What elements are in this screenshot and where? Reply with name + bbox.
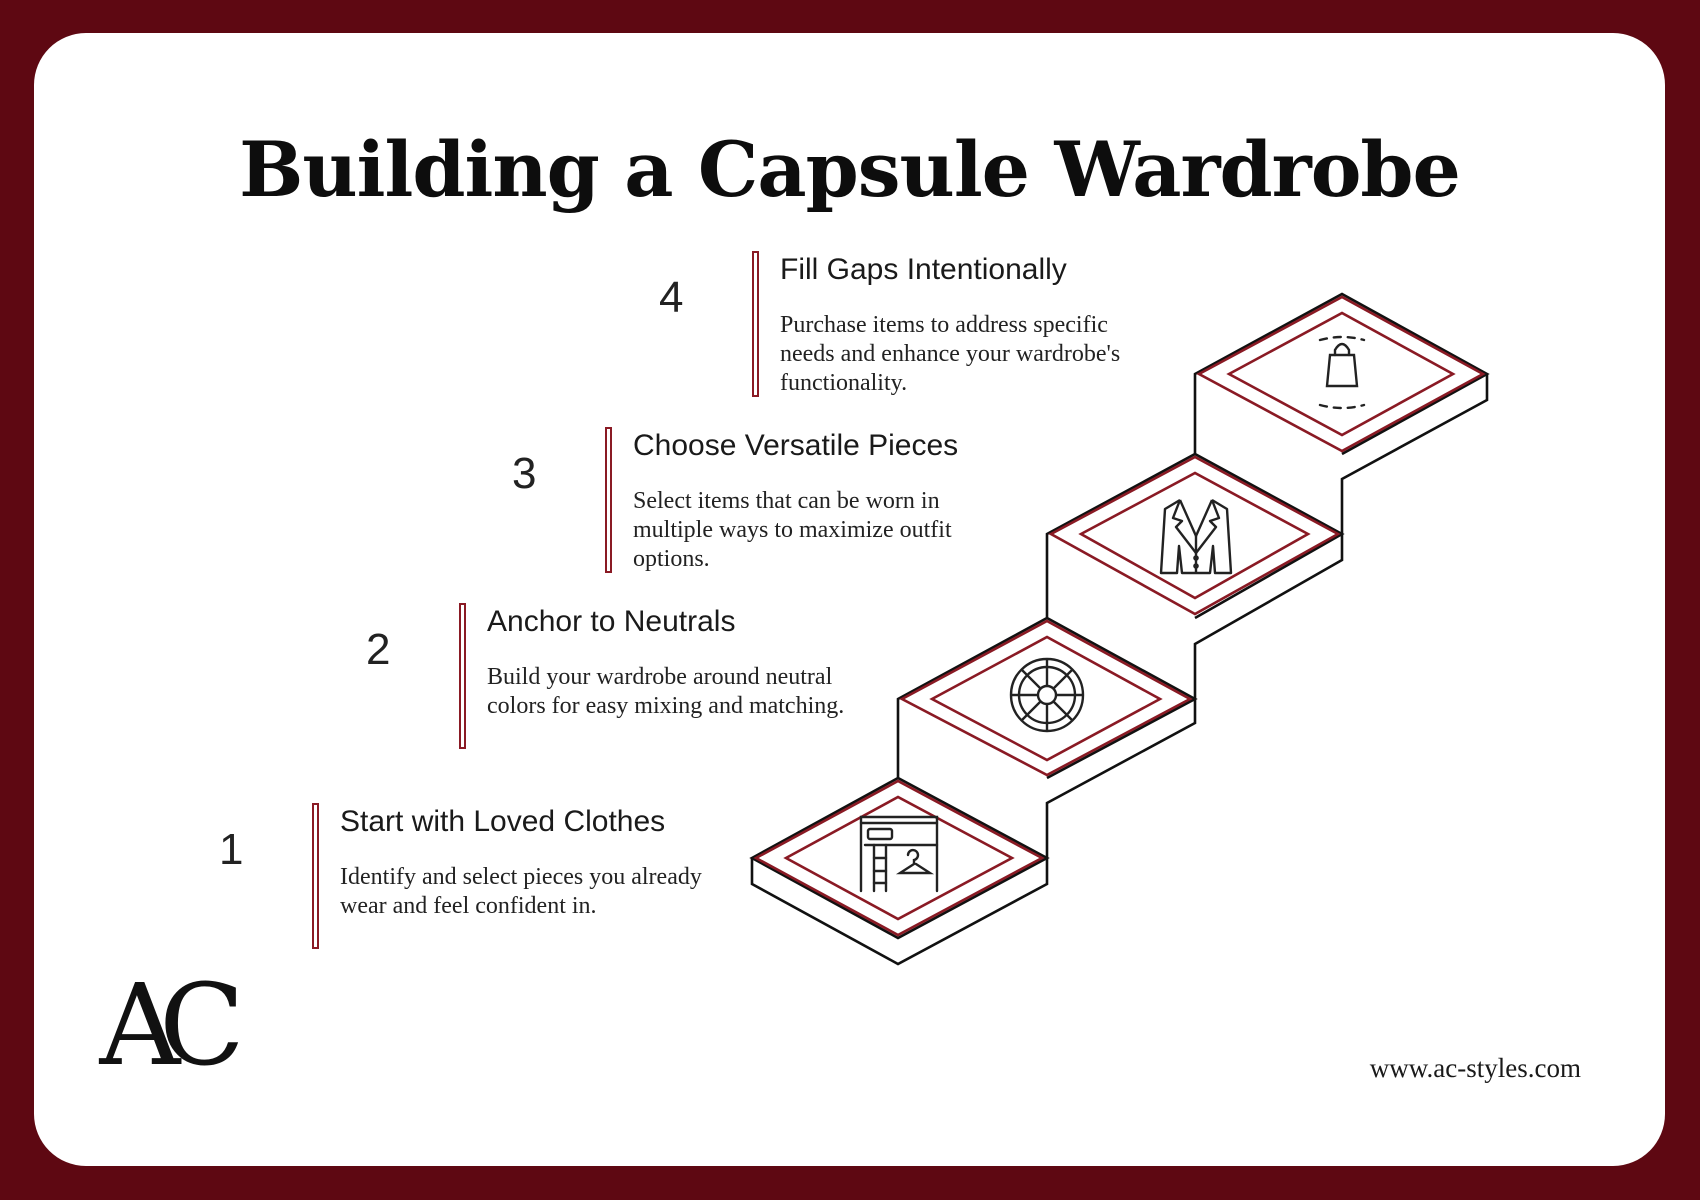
platform-3-inner (1078, 471, 1311, 600)
step-number: 2 (366, 625, 391, 674)
step-platforms (753, 295, 1486, 937)
staircase-outline (749, 292, 1490, 966)
platform-3-outer (1048, 455, 1341, 616)
step-description: Select items that can be worn in multipl… (633, 488, 952, 572)
color-wheel-icon (1009, 657, 1085, 733)
step-accent-bar (459, 603, 466, 749)
platform-4-outer (1196, 295, 1486, 453)
brand-logo: A C (99, 968, 245, 1078)
step-heading: Choose Versatile Pieces (633, 429, 959, 462)
platform-4-inner (1226, 311, 1456, 437)
page-title: Building a Capsule Wardrobe (239, 125, 1461, 214)
staircase-diagram (749, 292, 1490, 966)
platform-2-outer (899, 619, 1193, 777)
step-accent-bar (752, 251, 759, 397)
step-accent-bar (312, 803, 319, 949)
step-description: Purchase items to address specific needs… (780, 312, 1121, 396)
infographic-card: Building a Capsule Wardrobe 4 Fill Gaps … (34, 33, 1665, 1166)
svg-text:C: C (159, 968, 245, 1078)
website-url[interactable]: www.ac-styles.com (1369, 1053, 1581, 1083)
step-heading: Anchor to Neutrals (487, 605, 736, 638)
shopping-bag-icon (1318, 335, 1366, 410)
step-number: 1 (219, 825, 244, 874)
svg-text:A: A (99, 968, 182, 1078)
platform-2-inner (929, 635, 1163, 762)
platform-1-outer (753, 779, 1045, 937)
blazer-icon (1159, 498, 1233, 575)
step-accent-bar (605, 427, 612, 573)
step-heading: Fill Gaps Intentionally (780, 253, 1067, 286)
step-heading: Start with Loved Clothes (340, 805, 666, 838)
wardrobe-hanger-icon (859, 815, 939, 893)
step-number: 4 (659, 273, 684, 322)
step-description: Build your wardrobe around neutral color… (487, 664, 845, 719)
platform-1-inner (783, 795, 1015, 921)
step-description: Identify and select pieces you already w… (340, 864, 702, 919)
step-number: 3 (512, 449, 537, 498)
